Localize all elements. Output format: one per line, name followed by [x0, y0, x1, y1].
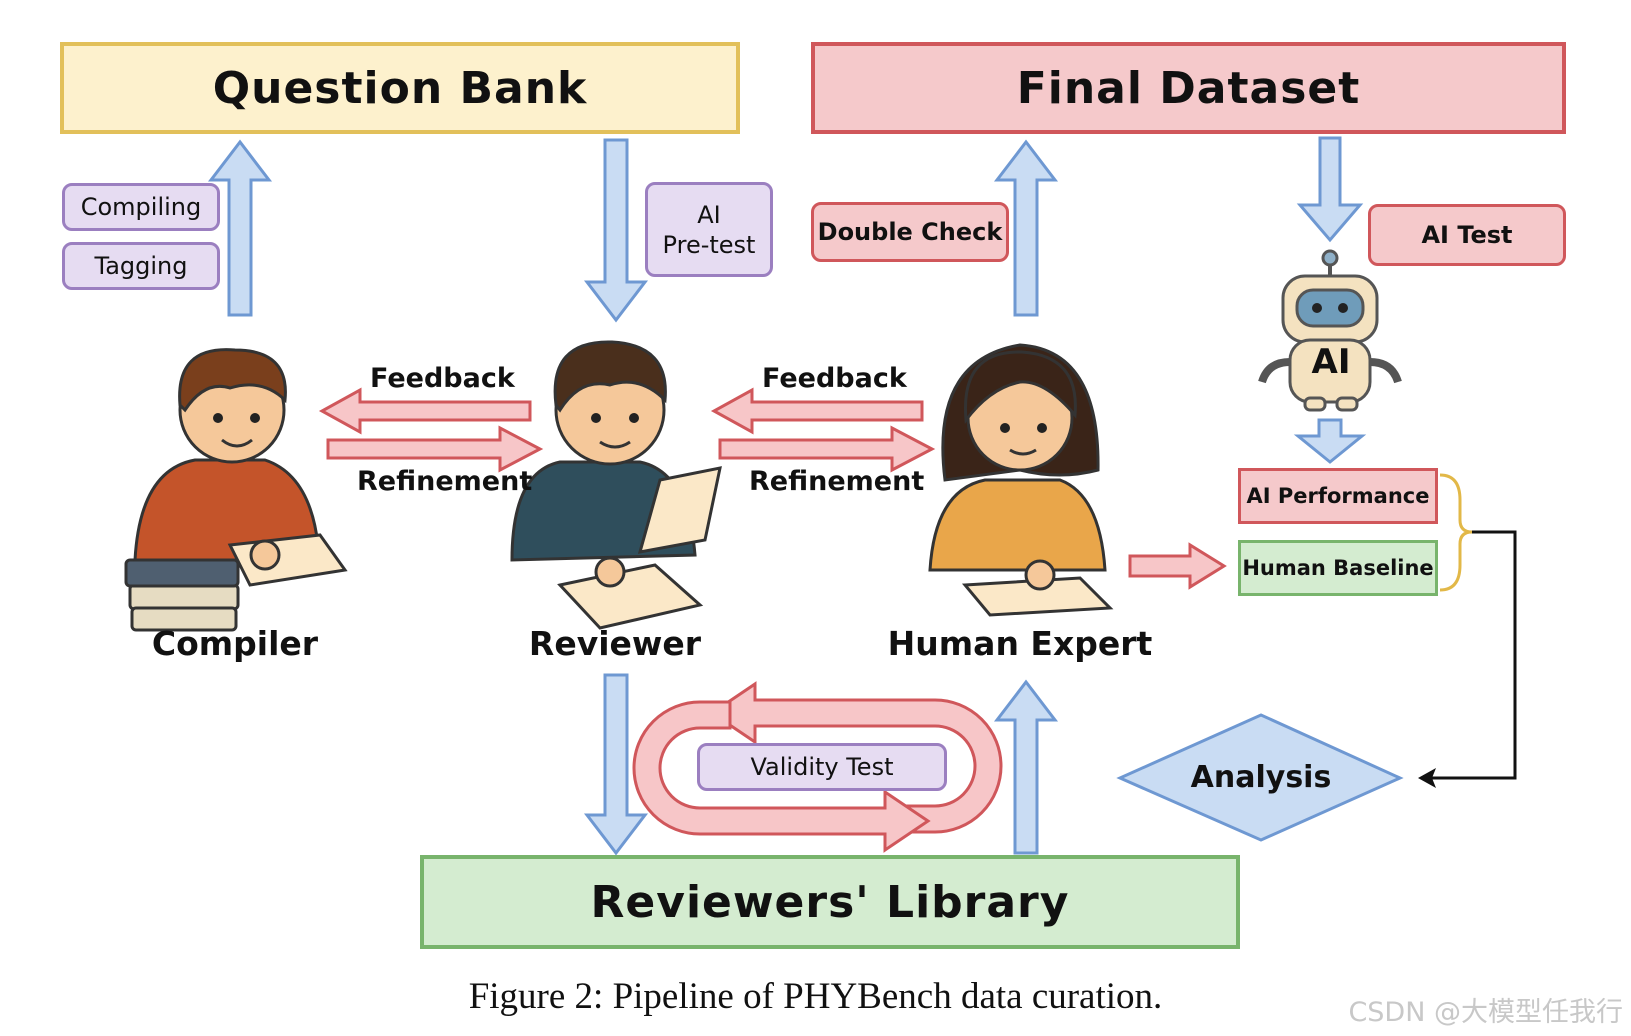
arrow-expert-to-results [1130, 545, 1224, 587]
reviewer-hand [596, 558, 624, 586]
tagging-tag: Tagging [62, 242, 220, 290]
human-expert-figure [930, 345, 1110, 615]
human-expert-label: Human Expert [880, 624, 1160, 663]
results-bracket [1440, 475, 1472, 590]
arrow-dataset-to-ai [1300, 138, 1360, 240]
validity-test-tag: Validity Test [697, 743, 947, 791]
compiling-label: Compiling [81, 192, 202, 222]
human-baseline-label: Human Baseline [1242, 555, 1433, 581]
feedback-label-right: Feedback [762, 363, 907, 394]
ai-pretest-label-line2: Pre-test [663, 230, 756, 260]
tagging-label: Tagging [95, 251, 188, 281]
reviewer-desk-paper [560, 565, 700, 628]
compiler-book-1 [130, 585, 238, 609]
ai-pretest-tag: AI Pre-test [645, 182, 773, 277]
compiler-book-2 [126, 560, 238, 586]
reviewer-label: Reviewer [520, 624, 710, 663]
expert-body [930, 480, 1105, 570]
robot-label: AI [1308, 342, 1354, 382]
double-check-tag: Double Check [811, 202, 1009, 262]
refinement-arrow-right [720, 428, 932, 470]
expert-hand [1026, 561, 1054, 589]
analysis-label: Analysis [1180, 760, 1342, 795]
watermark: CSDN @大模型任我行 [1348, 990, 1623, 1029]
connector-to-analysis [1430, 532, 1515, 778]
robot-visor [1297, 290, 1363, 326]
ai-test-label: AI Test [1421, 220, 1512, 250]
robot-figure [1262, 251, 1398, 410]
arrow-compiler-to-bank [211, 142, 269, 315]
double-check-label: Double Check [818, 217, 1003, 247]
refinement-arrow-left [328, 428, 540, 470]
human-baseline-tag: Human Baseline [1238, 540, 1438, 596]
compiler-label: Compiler [140, 624, 330, 663]
ai-performance-tag: AI Performance [1238, 468, 1438, 524]
arrow-ai-to-performance [1298, 420, 1362, 462]
feedback-label-left: Feedback [370, 363, 515, 394]
compiler-hand [251, 541, 279, 569]
arrow-library-to-expert [997, 682, 1055, 853]
compiling-tag: Compiling [62, 183, 220, 231]
ai-pretest-label-line1: AI [697, 200, 721, 230]
ai-test-tag: AI Test [1368, 204, 1566, 266]
ai-performance-label: AI Performance [1247, 483, 1430, 509]
compiler-figure [126, 350, 345, 630]
arrow-bank-to-reviewer [587, 140, 645, 320]
compiler-paper [230, 535, 345, 585]
refinement-label-left: Refinement [357, 466, 532, 497]
reviewer-figure [512, 342, 720, 628]
refinement-label-right: Refinement [749, 466, 924, 497]
validity-test-label: Validity Test [750, 752, 893, 782]
